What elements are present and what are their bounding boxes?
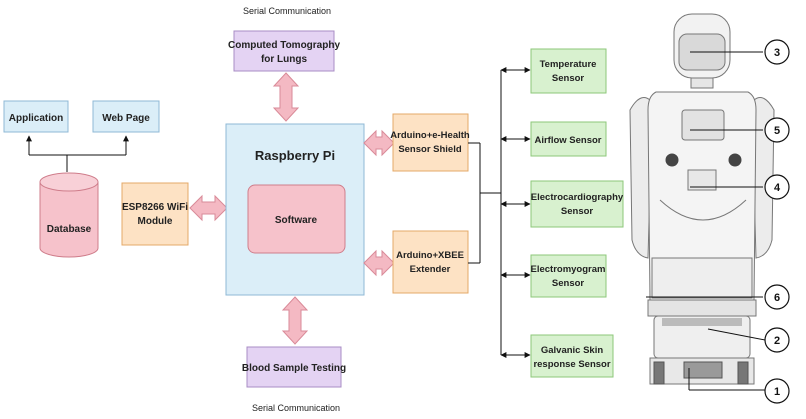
ecg-label-2: Sensor: [561, 206, 594, 217]
esp-raspberry-arrow: [189, 194, 228, 222]
application-label: Application: [9, 113, 63, 124]
airflow-sensor-box: [530, 121, 607, 157]
callout-2-number: 2: [774, 335, 780, 347]
gsr-label-2: response Sensor: [533, 359, 610, 370]
database-connectors: [26, 135, 129, 172]
xbee-extender-box: [392, 230, 469, 294]
callout-4: 4: [764, 174, 790, 200]
ecg-sensor-box: [530, 180, 624, 228]
ecg-label-1: Electrocardiography: [531, 192, 624, 203]
callout-6: 6: [764, 284, 790, 310]
ct-label-2: for Lungs: [261, 54, 308, 65]
ct-box: [233, 30, 335, 72]
ct-raspberry-arrow: [272, 72, 300, 122]
robot-callout-lines: [646, 51, 766, 391]
database-label: Database: [47, 224, 92, 235]
emg-label-1: Electromyogram: [531, 264, 606, 275]
callout-1-number: 1: [774, 386, 780, 398]
ehealth-label-2: Sensor Shield: [398, 144, 462, 155]
blood-testing-box: [246, 346, 342, 388]
gsr-sensor-box: [530, 334, 614, 378]
top-caption: Serial Communication: [243, 6, 331, 16]
callout-3-number: 3: [774, 47, 780, 59]
callout-4-number: 4: [774, 182, 781, 194]
sensor-bus: [468, 67, 531, 358]
airflow-label: Airflow Sensor: [534, 135, 601, 146]
robot-illustration: [629, 13, 775, 385]
callout-6-number: 6: [774, 292, 780, 304]
blood-testing-label: Blood Sample Testing: [242, 363, 346, 374]
web-page-box: [92, 100, 160, 133]
esp8266-label-1: ESP8266 WiFi: [122, 202, 188, 213]
temperature-label-2: Sensor: [552, 73, 585, 84]
bottom-caption: Serial Communication: [252, 403, 340, 413]
application-box: [3, 100, 69, 133]
xbee-label-2: Extender: [410, 264, 451, 275]
callout-2: 2: [764, 327, 790, 353]
raspberry-blood-arrow: [281, 296, 309, 345]
esp8266-label-2: Module: [138, 216, 173, 227]
temperature-label-1: Temperature: [540, 59, 597, 70]
callout-3: 3: [764, 39, 790, 65]
database-cylinder: [39, 172, 99, 258]
callout-1: 1: [764, 378, 790, 404]
esp8266-box: [121, 182, 189, 246]
callout-5-number: 5: [774, 125, 780, 137]
ehealth-label-1: Arduino+e-Health: [390, 130, 470, 141]
software-box: [247, 184, 346, 254]
raspberry-pi-label: Raspberry Pi: [255, 148, 335, 163]
raspberry-xbee-arrow: [363, 249, 395, 277]
emg-sensor-box: [530, 254, 607, 298]
ehealth-shield-box: [392, 113, 469, 172]
emg-label-2: Sensor: [552, 278, 585, 289]
temperature-sensor-box: [530, 48, 607, 94]
web-page-label: Web Page: [102, 113, 150, 124]
software-label: Software: [275, 215, 318, 226]
ct-label-1: Computed Tomography: [228, 40, 340, 51]
gsr-label-1: Galvanic Skin: [541, 345, 604, 356]
xbee-label-1: Arduino+XBEE: [396, 250, 464, 261]
callout-5: 5: [764, 117, 790, 143]
